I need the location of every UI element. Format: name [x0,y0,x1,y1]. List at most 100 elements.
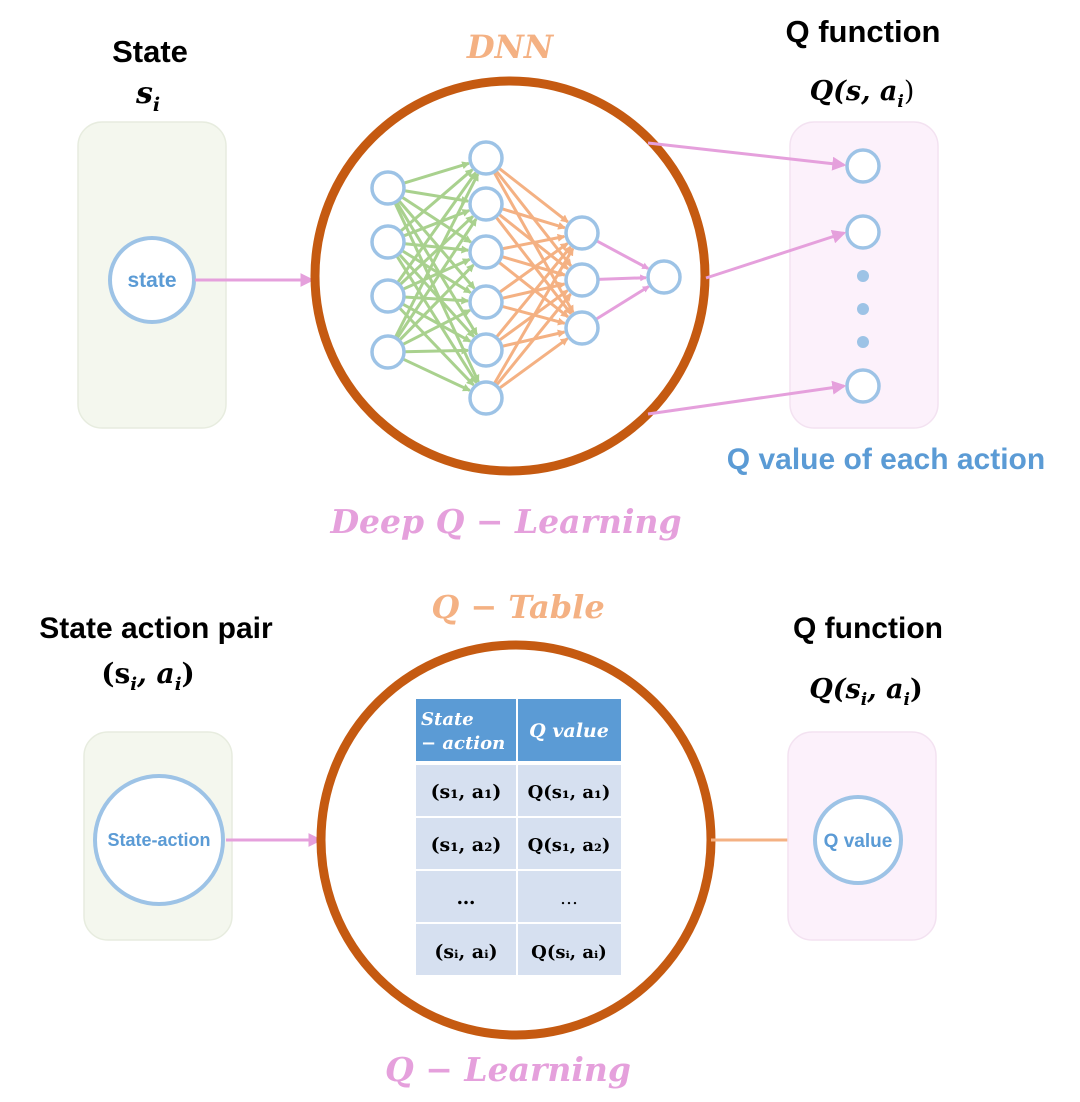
state-title: State [112,34,188,69]
pair-title: State action pair [39,612,273,645]
network-edge [403,346,470,355]
table-row [416,818,516,869]
network-edge [494,245,572,339]
network-neuron-layer-3 [564,215,600,251]
network-neuron-layer-2 [468,234,504,270]
network-edge [401,308,472,347]
q-output-node-2 [845,214,881,250]
network-edge [497,166,569,224]
q-function-title-top: Q function [786,14,941,49]
table-cell-q: … [560,888,578,909]
table-cell-state: (sᵢ, aᵢ) [434,941,497,963]
network-edge [399,168,474,233]
network-edge [393,172,480,339]
network-edge [594,285,650,321]
network-edge [500,255,566,277]
table-header-q [518,699,621,761]
table-header-q-label: Q value [529,720,609,742]
network-edge [498,337,569,390]
network-edge [494,292,572,387]
table-header-state-line2: − action [421,733,505,754]
table-header-state-line1: State [421,709,474,730]
network-edge [398,306,475,387]
network-edge [401,357,471,392]
table-cell-state: (s₁, a₂) [431,834,502,856]
table-cell-q: Q(sᵢ, aᵢ) [531,942,607,963]
table-header-state [416,699,516,761]
table-cell-state: … [457,887,476,909]
network-neuron-layer-3 [564,262,600,298]
network-neuron-layer-1 [370,334,406,370]
ellipsis-dot-1 [857,270,869,282]
pair-expr: (si, ai) [101,657,195,695]
network-edge [597,274,648,282]
dnn-label: DNN [466,28,555,66]
ellipsis-dot-2 [857,303,869,315]
table-cell-q: Q(s₁, a₁) [528,782,611,803]
dnn-to-q2-arrow [705,229,847,280]
network-neuron-layer-1 [370,170,406,206]
q-value-caption: Q value of each action [727,443,1045,476]
q-learning-caption: Q − Learning [385,1050,631,1089]
q-output-node-n [845,368,881,404]
network-neuron-layer-2 [468,332,504,368]
table-row [518,765,621,816]
network-edge [595,239,650,270]
state-symbol: si [135,76,160,116]
network-neuron-layer-4 [646,259,682,295]
network-edge [401,302,472,343]
network-edge [398,215,474,287]
table-row [416,765,516,816]
network-edge [498,242,569,294]
network-neuron-layer-2 [468,380,504,416]
network-neuron-layer-1 [370,224,406,260]
dnn-to-q1-arrow [647,141,847,171]
network-edge [492,247,575,385]
ellipsis-dot-3 [857,336,869,348]
network-edge [500,207,567,230]
q-value-node-label: Q value [824,831,893,852]
network-edge [400,195,473,244]
table-cell-state: (s₁, a₁) [431,781,502,803]
state-node [108,236,196,324]
table-cell-q: Q(s₁, a₂) [528,835,611,856]
network-neuron-layer-1 [370,278,406,314]
table-row [416,924,516,975]
q-table-title: Q − Table [431,588,604,626]
network-neuron-layer-2 [468,186,504,222]
state-action-node-label: State-action [107,830,210,850]
deep-q-learning-section: State si state DNN Q function Q(s, ai) Q… [77,14,1045,541]
state-action-node [93,774,225,906]
network-neuron-layer-2 [468,140,504,176]
network-edges [393,161,650,392]
q-function-expr-top: Q(s, ai) [810,76,915,112]
network-edge [501,233,566,251]
network-edge [395,217,478,340]
network-neuron-layer-2 [468,284,504,320]
dnn-ring [310,76,710,476]
network-edge [398,263,475,342]
state-node-label: state [127,269,176,292]
network-edge [400,249,472,294]
q-function-title-bottom: Q function [793,612,943,645]
network-edge [497,260,569,318]
network-edge [402,161,471,185]
network-edge [397,252,476,338]
q-output-node-1 [845,148,881,184]
network-neuron-layer-3 [564,310,600,346]
q-value-node [813,795,903,885]
network-edge [401,258,471,291]
q-learning-section: State action pair (si, ai) State-action … [39,588,943,1089]
deep-q-learning-caption: Deep Q − Learning [329,502,681,541]
table-row [416,871,516,922]
table-row [518,924,621,975]
table-row [518,818,621,869]
network-nodes [370,140,682,416]
network-edge [397,199,476,290]
q-function-expr-bottom: Q(si, ai) [809,674,923,710]
q-table: State − action Q value (s₁, a₁) Q(s₁, a₁… [416,699,621,975]
network-edge [396,171,477,284]
dnn-to-qn-arrow [647,380,847,416]
table-row [518,871,621,922]
